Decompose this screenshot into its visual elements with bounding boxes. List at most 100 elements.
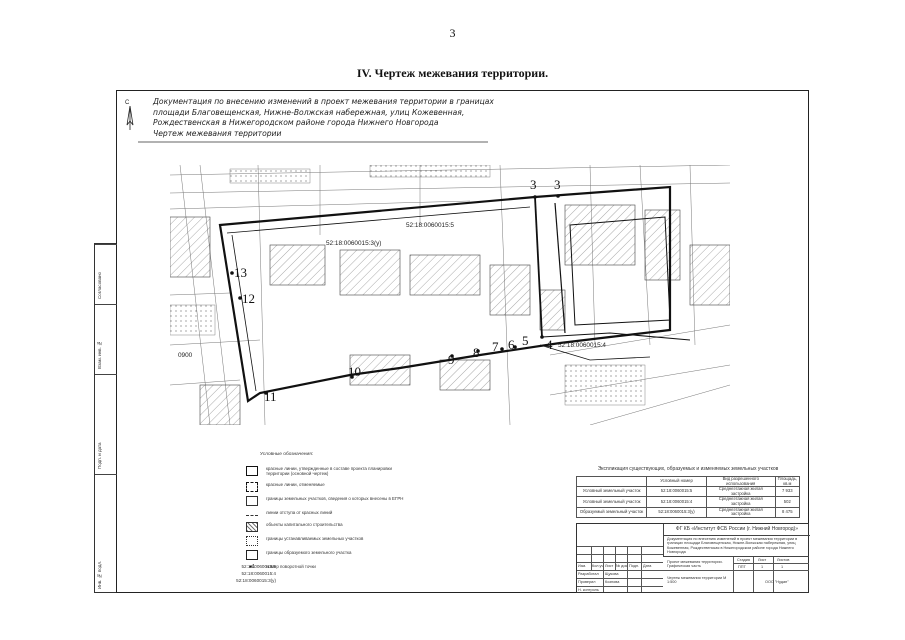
point-label: 3 [530, 177, 537, 192]
stamp-company: ООО "Нудан" [765, 580, 789, 584]
stamp-name: Кознова [605, 580, 620, 584]
legend-text: номер поворотной точки [266, 564, 316, 569]
legend-item: линии отступа от красных линий [234, 510, 414, 524]
stamp-sheet: 1 [761, 565, 764, 569]
table-cell: Среднеэтажная жилая застройка [705, 486, 776, 498]
table-cell: Образуемый земельный участок [575, 506, 648, 518]
stamp-role: Проверил [578, 580, 596, 584]
north-arrow-icon: С [123, 97, 137, 136]
stamp-stage: ППТ [738, 565, 746, 569]
legend-title: Условные обозначения: [260, 452, 314, 457]
table-cell: 7 933 [774, 486, 801, 498]
explication-caption: Экспликация существующих, образуемых и и… [597, 466, 779, 472]
legend: Условные обозначения: красные линии, утв… [234, 452, 414, 592]
legend-text: границы земельных участков, сведения о к… [266, 496, 404, 501]
drawing-title-line: Документация по внесению изменений в про… [153, 97, 494, 106]
legend-symbol [246, 522, 258, 532]
legend-symbol [246, 510, 258, 516]
section-title: IV. Чертеж межевания территории. [356, 66, 549, 80]
stamp-sheet-drawing: Чертеж межевания территории М 1:500 [667, 576, 727, 584]
point-label: 4 [546, 337, 553, 352]
cadastral-plan: 52:18:0060015:5 52:18:0060015:3(у) 52:18… [170, 165, 730, 425]
table-row: Условный земельный участок 52:18:0060015… [575, 486, 801, 498]
stamp-header-cell: Кол.уч [592, 564, 604, 568]
legend-item: ●1 номер поворотной точки [234, 564, 414, 578]
stamp-stage-label: Стадия [737, 558, 750, 562]
legend-text: красные линии, утвержденные в составе пр… [266, 466, 392, 476]
side-strip-label: Согласовано [97, 271, 102, 299]
stamp-name: Щукова [605, 572, 619, 576]
legend-cad-codes: 52:18:0060015:5 52:18:0060015:4 52:18:00… [216, 563, 276, 584]
table-cell: Условный земельный участок [575, 486, 648, 498]
stamp-description: Документация по внесению изменений в про… [663, 535, 809, 557]
page-number: 3 [449, 26, 456, 40]
stamp-header-cell: № док [616, 564, 628, 568]
table-header-cell: Площадь, кв.м [774, 475, 801, 488]
point-label: 12 [242, 291, 255, 306]
stamp-footer: Н. контроль [578, 588, 599, 592]
side-strip-label: Инв. № подл. [97, 560, 102, 589]
point-label: 3 [554, 177, 561, 192]
parcel-label: 52:18:0060015:3(у) [326, 240, 381, 247]
legend-symbol [246, 536, 258, 546]
legend-text: линии отступа от красных линий [266, 510, 333, 515]
table-cell: 8 475 [774, 506, 801, 518]
explication-table: Условный номер Вид разрешенного использо… [575, 475, 801, 518]
explication: Экспликация существующих, образуемых и и… [575, 466, 801, 518]
legend-item: красные линии, отменяемые [234, 482, 414, 496]
legend-symbol [246, 482, 258, 492]
parcel-label: 52:18:0060015:4 [558, 342, 606, 349]
legend-symbol [246, 550, 258, 560]
table-cell: 502 [774, 496, 801, 508]
legend-item: границы образуемого земельного участка [234, 550, 414, 564]
parcel-label: 52:18:0060015:5 [406, 222, 454, 229]
table-header-cell [575, 475, 648, 488]
table-cell: 52:18:0060015:5 [646, 486, 707, 498]
stamp-organization: ФГ КБ «Институт ФСБ России (г. Нижний Но… [663, 524, 810, 536]
side-strip-label: Взам. инв. № [97, 340, 102, 369]
table-cell: 52:18:0060015:3(у) [646, 506, 707, 518]
stamp-header-cell: Лист [605, 564, 614, 568]
drawing-sheet-frame [116, 90, 809, 593]
table-row: Условный земельный участок 52:18:0060015… [575, 496, 801, 508]
side-strip-cell: Согласовано [95, 244, 117, 304]
legend-text: границы образуемого земельного участка [266, 550, 352, 555]
legend-cad-code: 52:18:0060015:4 [241, 571, 277, 576]
point-label: 6 [508, 337, 515, 352]
table-cell: 52:18:0060015:4 [646, 496, 707, 508]
drawing-title-line: Рождественская в Нижегородском районе го… [153, 118, 439, 128]
stamp-sheets-label: Листов [777, 558, 790, 562]
scale-text: 0900 [178, 352, 193, 359]
legend-cad-code: 52:18:0060015:3(у) [236, 578, 276, 583]
table-header-cell: Вид разрешенного использования [705, 475, 776, 488]
point-label: 8 [473, 345, 480, 360]
table-row: Образуемый земельный участок 52:18:00600… [575, 506, 801, 518]
side-strip-cell: Взам. инв. № [95, 304, 117, 374]
point-label: 9 [448, 352, 455, 367]
legend-item: границы устанавливаемых земельных участк… [234, 536, 414, 550]
point-label: 7 [492, 339, 499, 354]
north-label: С [125, 100, 130, 106]
side-strip: Согласовано Взам. инв. № Подп. и дата Ин… [94, 243, 117, 593]
legend-item: границы земельных участков, сведения о к… [234, 496, 414, 510]
point-label: 10 [348, 364, 361, 379]
legend-item: красные линии, утвержденные в составе пр… [234, 466, 414, 480]
legend-cad-code: 52:18:0060015:5 [241, 564, 277, 569]
title-block: ФГ КБ «Институт ФСБ России (г. Нижний Но… [576, 523, 810, 593]
table-cell: Среднеэтажная жилая застройка [705, 506, 776, 518]
side-strip-cell: Подп. и дата [95, 374, 117, 474]
table-header-row: Условный номер Вид разрешенного использо… [575, 475, 801, 488]
stamp-header-cell: Подп. [629, 564, 640, 568]
table-cell: Условный земельный участок [575, 496, 648, 508]
stamp-role: Разработал [578, 572, 599, 576]
stamp-header-cell: Дата [643, 564, 652, 568]
legend-symbol [246, 496, 258, 506]
point-label: 5 [522, 333, 529, 348]
stamp-sheet-label: Лист [758, 558, 767, 562]
side-strip-cell: Инв. № подл. [95, 474, 117, 593]
title-underline [138, 141, 488, 143]
stamp-sheet-title: Проект межевания территории. Графическая… [667, 560, 723, 568]
stamp-sheets: 1 [781, 565, 784, 569]
table-cell: Среднеэтажная жилая застройка [705, 496, 776, 508]
point-symbol-icon: ●1 [249, 564, 255, 570]
